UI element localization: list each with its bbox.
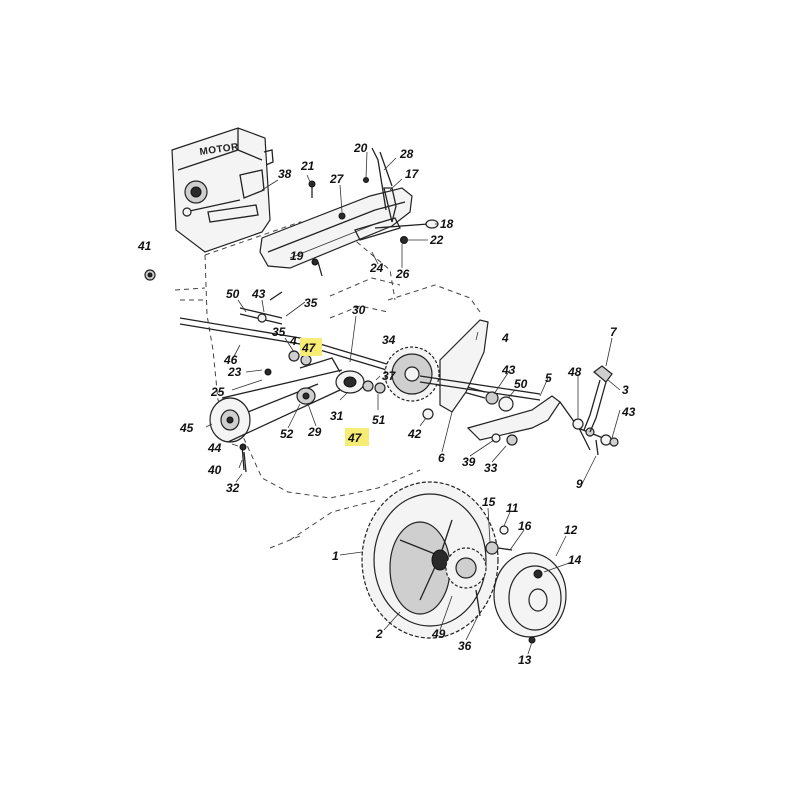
callout-33: 33: [484, 461, 498, 475]
callout-47-lower: 47: [347, 431, 363, 445]
callout-1: 1: [332, 549, 339, 563]
callout-4-small: 4: [289, 334, 297, 348]
callout-39: 39: [462, 455, 476, 469]
callout-44: 44: [207, 441, 222, 455]
callout-15: 15: [482, 495, 496, 509]
callout-50-right: 50: [514, 377, 528, 391]
callout-22: 22: [429, 233, 444, 247]
leader-lines: [205, 151, 621, 655]
hubcap: [493, 552, 567, 644]
highlight-box-47-upper: [300, 338, 322, 356]
callout-4: 4: [501, 331, 509, 345]
callout-3: 3: [622, 383, 629, 397]
belt-drive: [209, 357, 343, 473]
callout-5: 5: [545, 371, 552, 385]
rear-wheel: [361, 481, 499, 639]
callout-21: 21: [300, 159, 315, 173]
callout-29: 29: [307, 425, 322, 439]
callout-9: 9: [576, 477, 583, 491]
callout-43-left: 43: [251, 287, 266, 301]
control-lever: [144, 147, 439, 281]
callout-46: 46: [223, 353, 238, 367]
callout-35-upper: 35: [304, 296, 318, 310]
callout-40: 40: [207, 463, 222, 477]
callout-48: 48: [567, 365, 582, 379]
callout-32: 32: [226, 481, 240, 495]
gearbox-cover: [259, 187, 413, 269]
callout-12: 12: [564, 523, 578, 537]
callout-26: 26: [395, 267, 410, 281]
callout-13: 13: [518, 653, 532, 667]
callout-2: 2: [375, 627, 383, 641]
height-adjuster-bracket: [419, 319, 619, 456]
callout-28: 28: [399, 147, 414, 161]
callout-41: 41: [137, 239, 152, 253]
callout-6: 6: [438, 451, 445, 465]
drive-sprocket: [335, 346, 440, 420]
callout-11: 11: [506, 501, 519, 515]
callout-14: 14: [568, 553, 582, 567]
motor-housing: [171, 127, 274, 253]
height-lever: [583, 365, 613, 433]
callout-24: 24: [369, 261, 384, 275]
callout-18: 18: [440, 217, 454, 231]
callout-42: 42: [407, 427, 422, 441]
callout-50-left: 50: [226, 287, 240, 301]
callout-49: 49: [431, 627, 446, 641]
callout-38: 38: [278, 167, 292, 181]
callout-numbers: 20 28 21 27 17 38 18 22 41 19 24 26 50 4…: [137, 141, 636, 667]
callout-52: 52: [280, 427, 294, 441]
callout-31: 31: [330, 409, 344, 423]
callout-30: 30: [352, 303, 366, 317]
callout-35-lower: 35: [272, 325, 286, 339]
callout-37: 37: [382, 369, 397, 383]
callout-34: 34: [382, 333, 396, 347]
drive-shaft: [179, 291, 486, 399]
callout-7: 7: [610, 325, 618, 339]
callout-51: 51: [372, 413, 386, 427]
callout-19: 19: [290, 249, 304, 263]
callout-17: 17: [405, 167, 420, 181]
callout-47-upper: 47: [301, 341, 317, 355]
callout-27: 27: [329, 172, 345, 186]
callout-45: 45: [179, 421, 194, 435]
callout-23: 23: [227, 365, 242, 379]
callout-25: 25: [210, 385, 225, 399]
callout-20: 20: [353, 141, 368, 155]
wheel-gear: [445, 525, 513, 617]
callout-16: 16: [518, 519, 532, 533]
callout-36: 36: [458, 639, 472, 653]
callout-43-mid: 43: [501, 363, 516, 377]
highlight-box-47-lower: [345, 428, 369, 446]
callout-43-right: 43: [621, 405, 636, 419]
motor-label: MOTOR: [199, 142, 240, 158]
